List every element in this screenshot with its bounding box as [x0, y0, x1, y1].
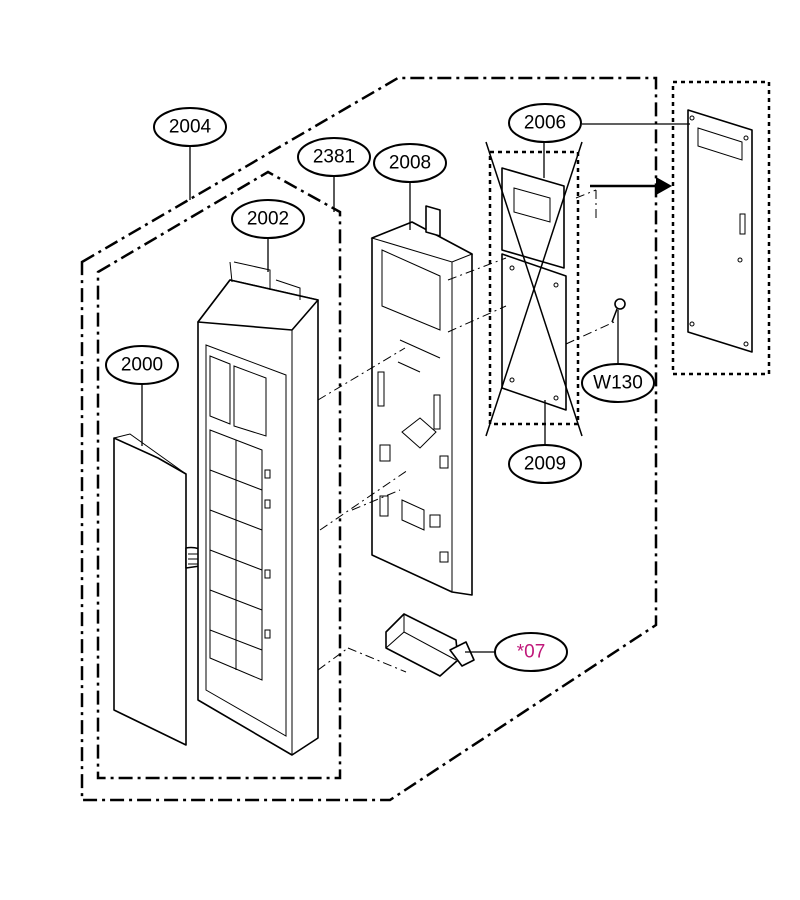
label-2008: 2008: [389, 153, 431, 174]
cross-out-mark: [485, 141, 583, 437]
label-2009: 2009: [524, 454, 566, 475]
part-w130-screw: [611, 298, 626, 323]
part-07-clip: [385, 613, 475, 677]
obsolete-group-boundary: [488, 150, 580, 426]
replacement-board: [687, 109, 753, 353]
leader-lines: [141, 123, 690, 653]
callout-2006: 2006: [508, 103, 582, 143]
label-w130: W130: [593, 373, 643, 394]
callout-2004: 2004: [153, 107, 227, 147]
label-2381: 2381: [313, 147, 355, 168]
callout-2009: 2009: [508, 444, 582, 484]
callout-2381: 2381: [297, 137, 371, 177]
label-2004: 2004: [169, 117, 212, 138]
assembly-boundary-2004: [80, 76, 658, 802]
callout-2002: 2002: [231, 199, 305, 239]
label-2006: 2006: [524, 113, 566, 134]
part-2008-bracket: [370, 205, 474, 596]
callout-07: *07: [494, 632, 568, 672]
assembly-boundary-2381: [96, 170, 342, 780]
callout-2008: 2008: [373, 143, 447, 183]
callout-2000: 2000: [105, 345, 179, 385]
callout-w130: W130: [581, 363, 655, 403]
part-2009-pcb: [501, 253, 567, 411]
label-2002: 2002: [247, 209, 289, 230]
label-07: *07: [517, 642, 546, 663]
replacement-arrow: [590, 177, 672, 195]
label-2000: 2000: [121, 355, 163, 376]
assembly-lines: [317, 189, 615, 673]
replacement-part-boundary: [671, 80, 771, 376]
part-2002-front-panel: [197, 261, 319, 756]
